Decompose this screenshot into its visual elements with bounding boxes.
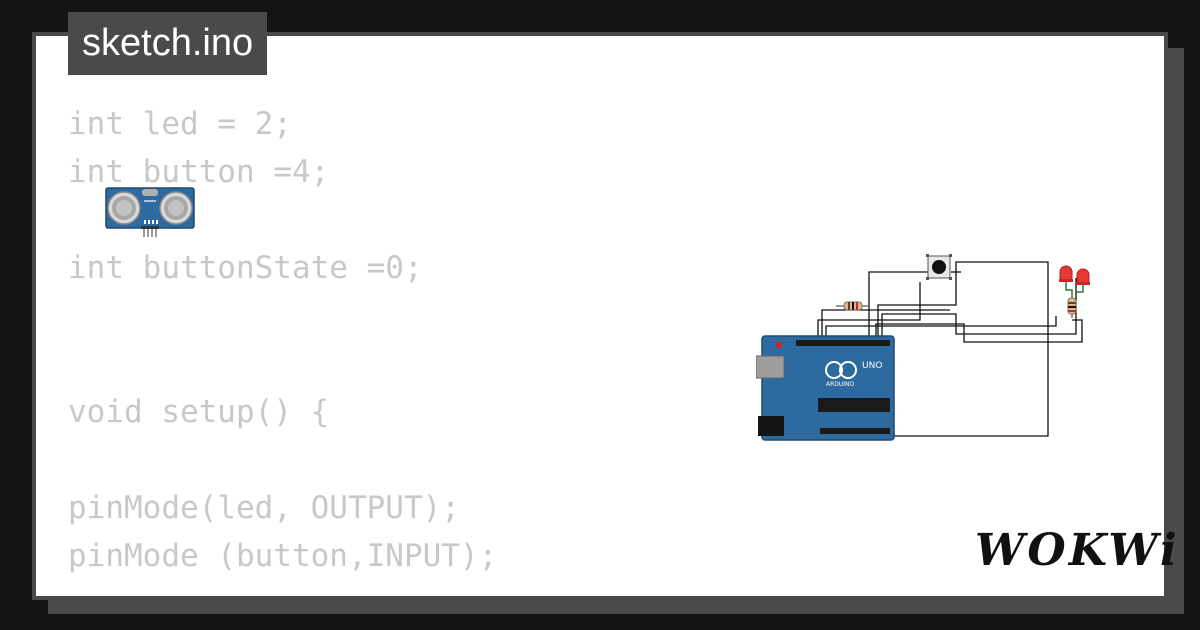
code-line: pinMode(led, OUTPUT); (68, 490, 460, 526)
code-editor[interactable]: int led = 2; int button =4; int buttonSt… (68, 100, 768, 580)
led-icon[interactable] (1059, 265, 1073, 282)
pushbutton-icon[interactable] (926, 254, 952, 280)
ultrasonic-sensor-icon[interactable] (104, 186, 196, 240)
code-line (68, 292, 768, 340)
code-line: pinMode (button,INPUT); (68, 538, 498, 574)
preview-card (32, 32, 1168, 600)
file-name-tab[interactable]: sketch.ino (68, 12, 268, 75)
code-line: int button =4; (68, 154, 330, 190)
code-line: int buttonState =0; (68, 250, 423, 286)
code-line: void setup() { (68, 394, 330, 430)
code-line (68, 436, 768, 484)
board-model-label: UNO (862, 361, 882, 371)
code-line: int led = 2; (68, 106, 292, 142)
led-icon[interactable] (1076, 268, 1090, 285)
board-brand-label: ARDUINO (826, 381, 855, 388)
circuit-diagram: UNO ARDUINO (756, 254, 1090, 441)
code-line (68, 340, 768, 388)
wokwi-logo: WOKWi (975, 525, 1180, 576)
resistor-icon (836, 301, 868, 311)
resistor-icon (1067, 294, 1077, 318)
arduino-uno-icon[interactable]: UNO ARDUINO (756, 335, 895, 441)
